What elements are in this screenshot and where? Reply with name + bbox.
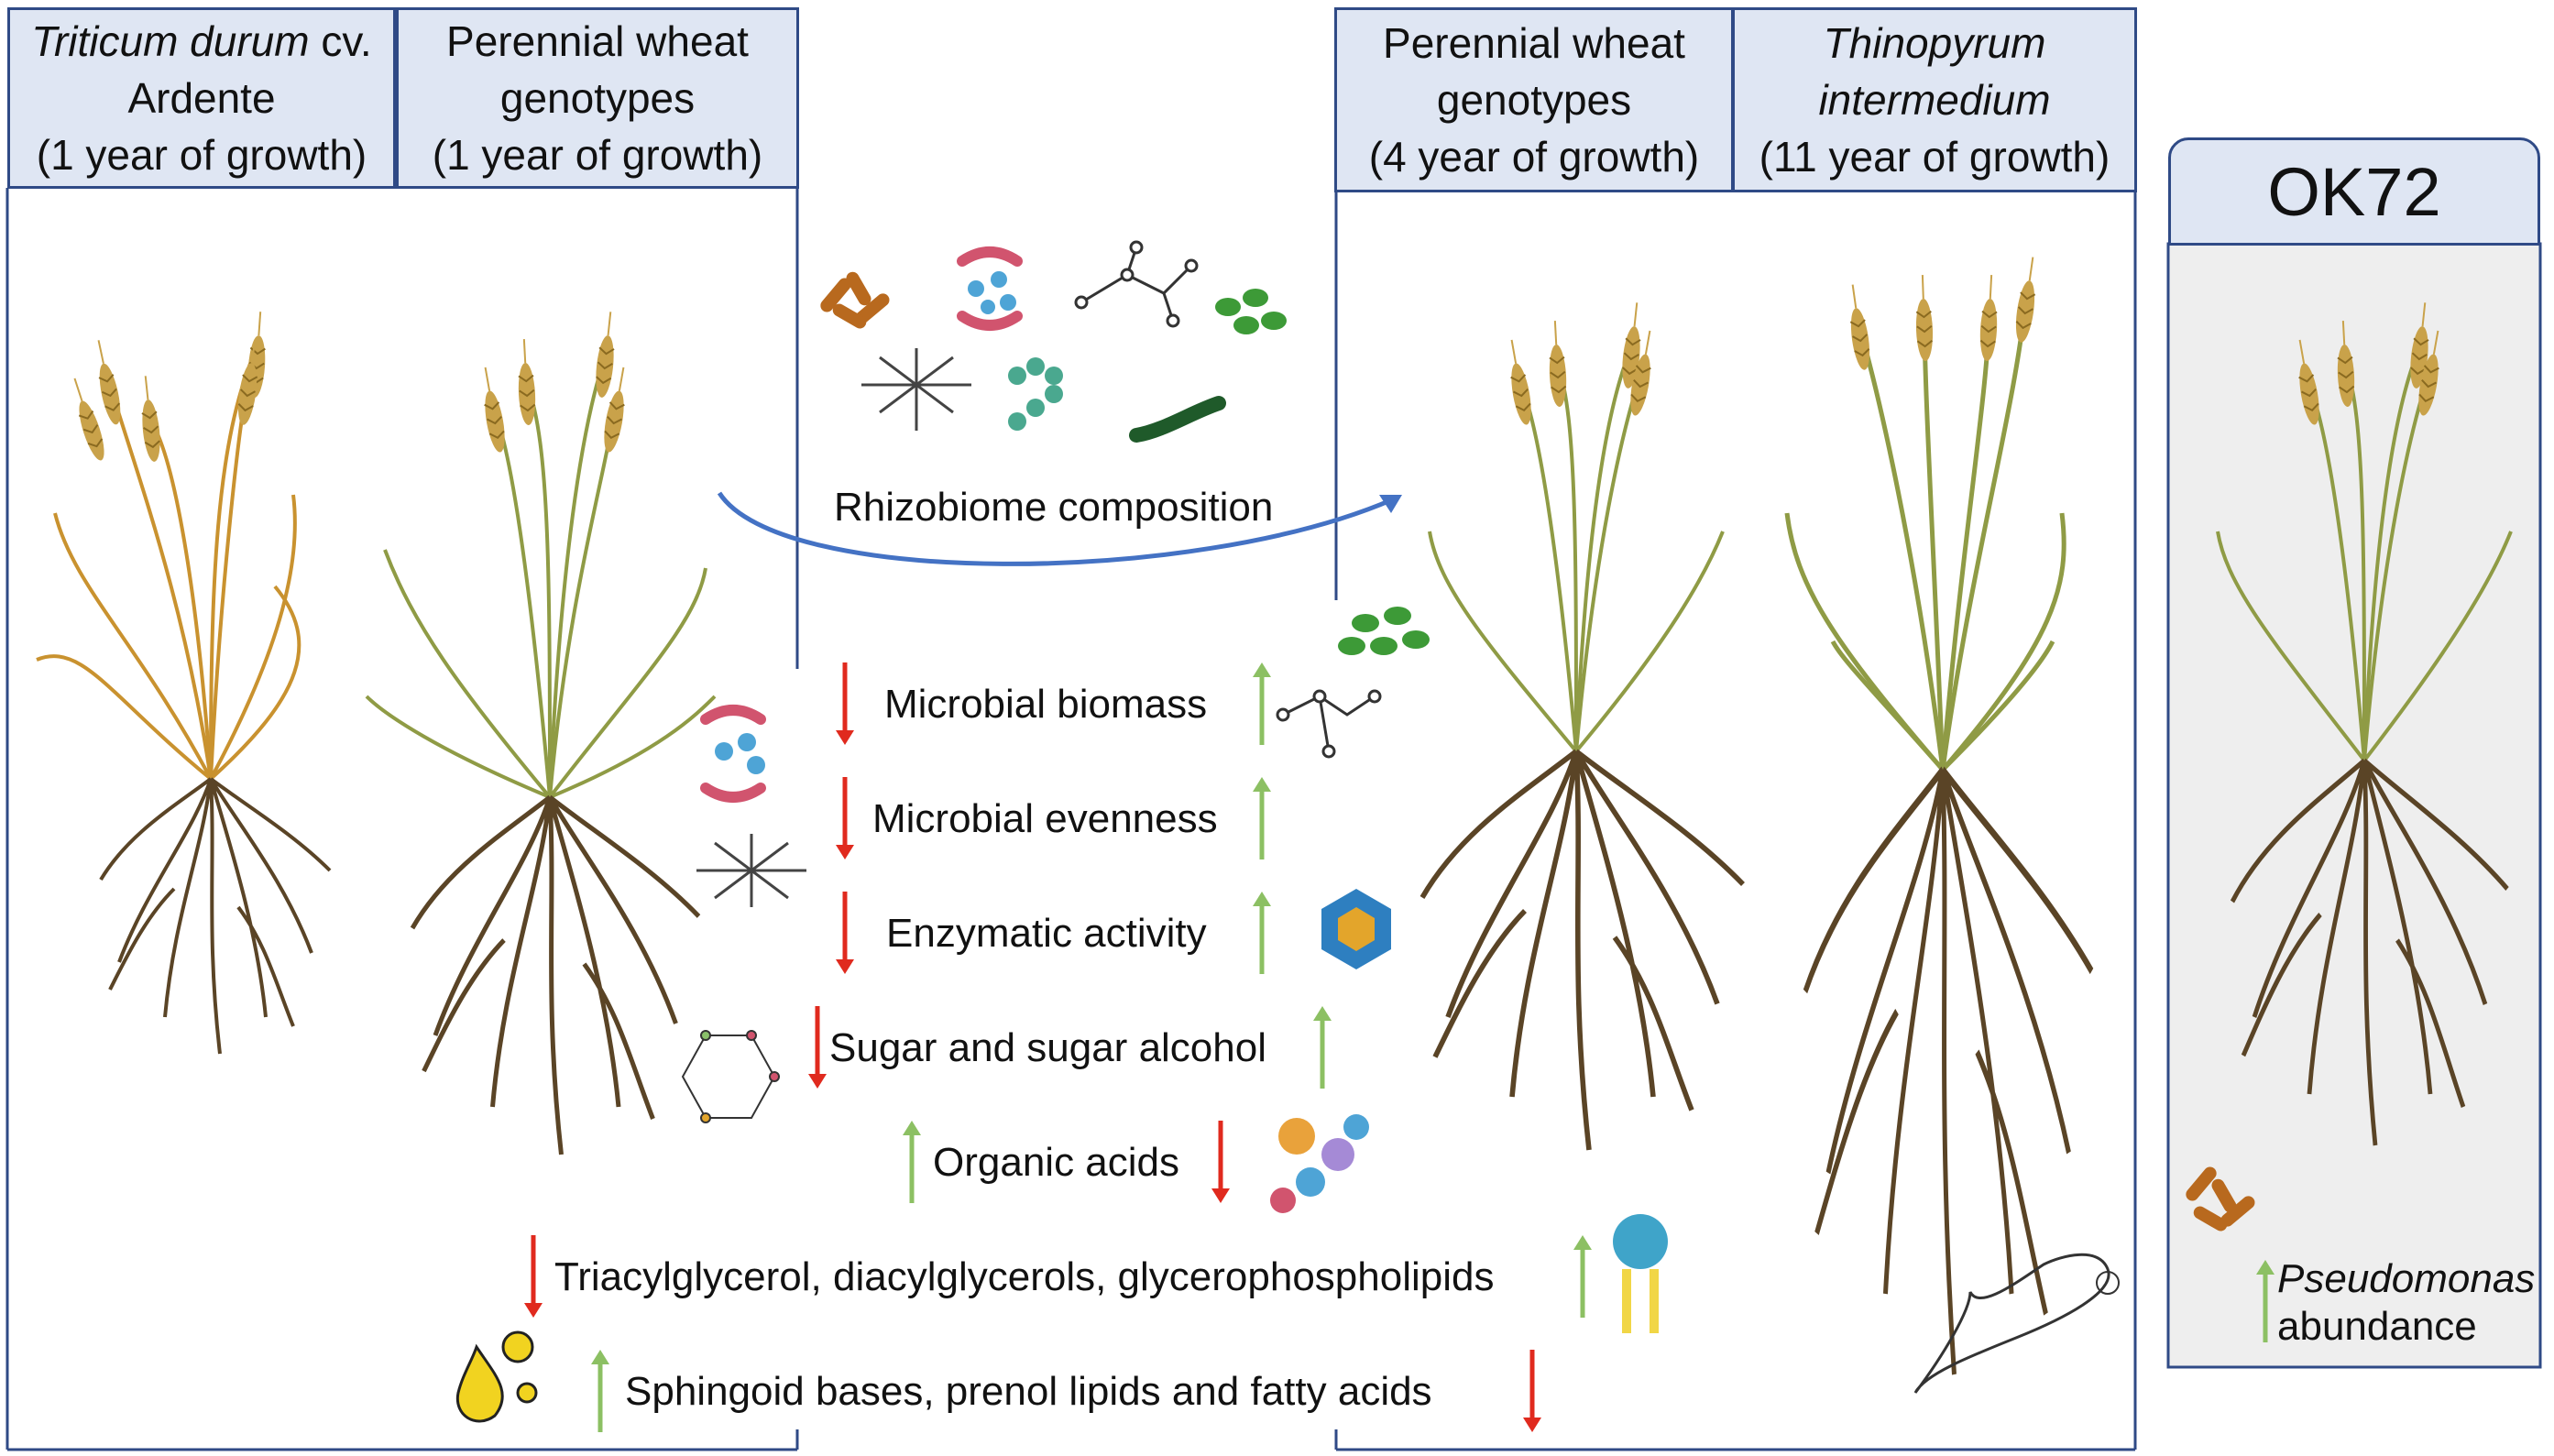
- enzyme-icon: [1321, 889, 1391, 969]
- sugar-molecule-icon: [681, 1030, 780, 1123]
- trend-arrow-down: [836, 777, 854, 859]
- trend-arrow-down: [1523, 1350, 1541, 1432]
- branching-network-icon-right: [1276, 689, 1382, 759]
- header-perennial-4yr: Perennial wheat genotypes (4 year of gro…: [1334, 7, 1734, 192]
- ok72-title: OK72: [2168, 137, 2540, 246]
- lipid-icon: [1613, 1214, 1668, 1333]
- header-thinopyrum: Thinopyrum intermedium (11 year of growt…: [1732, 7, 2137, 192]
- rod-bacteria-icon: [820, 271, 890, 329]
- ok72-plant: [2216, 301, 2513, 1145]
- rhizobiome-label: Rhizobiome composition: [834, 485, 1274, 530]
- header-perennial4-line2: genotypes: [1436, 76, 1632, 124]
- filament-bacteria-icon: [1129, 396, 1226, 443]
- ok72-metric: abundance: [2277, 1304, 2477, 1349]
- organic-acid-molecule-icon: [1270, 1114, 1369, 1213]
- header-durum-line3: (1 year of growth): [36, 131, 367, 179]
- header-perennial4-line3: (4 year of growth): [1368, 133, 1700, 181]
- trait-label: Sugar and sugar alcohol: [829, 1025, 1266, 1070]
- cocci-bacteria-icon: [957, 246, 1023, 331]
- trait-label: Enzymatic activity: [886, 911, 1207, 956]
- header-perennial4-line1: Perennial wheat: [1383, 19, 1685, 67]
- cocci-bacteria-icon-left: [700, 705, 766, 803]
- green-cells-icon: [1215, 289, 1287, 334]
- header-perennial-1yr: Perennial wheat genotypes (1 year of gro…: [396, 7, 799, 189]
- header-triticum-durum: Triticum durum cv. Ardente (1 year of gr…: [7, 7, 396, 189]
- trend-arrow-up: [1253, 662, 1271, 745]
- ok72-taxon: Pseudomonas: [2277, 1256, 2536, 1301]
- trait-label: Organic acids: [933, 1140, 1180, 1185]
- trait-label: Sphingoid bases, prenol lipids and fatty…: [625, 1369, 1432, 1414]
- header-durum-line2: Ardente: [127, 74, 276, 122]
- trait-label: Microbial biomass: [884, 682, 1208, 727]
- header-thinopyrum-line1: Thinopyrum: [1823, 19, 2046, 67]
- trend-arrow-down: [808, 1006, 827, 1089]
- chain-bacteria-icon: [1008, 357, 1063, 431]
- header-durum-line1: Triticum durum cv.: [31, 17, 372, 65]
- perennial-1yr-plant: [365, 310, 717, 1155]
- trend-arrow-down: [524, 1235, 543, 1318]
- fungal-mycelium-icon: [861, 348, 971, 431]
- perennial-4yr-plant: [1422, 301, 1743, 1150]
- header-perennial1-line1: Perennial wheat: [446, 17, 749, 65]
- rhizobiome-curve-arrow: [717, 491, 1394, 566]
- header-perennial1-line3: (1 year of growth): [432, 131, 763, 179]
- branching-network-icon: [1074, 240, 1199, 328]
- trend-arrow-up: [903, 1121, 921, 1203]
- thinopyrum-plant: [1784, 255, 2092, 1374]
- header-perennial1-line2: genotypes: [499, 74, 696, 122]
- oil-droplets-icon: [455, 1330, 538, 1423]
- ok72-panel: [2166, 242, 2542, 1369]
- signature-icon: [1913, 1253, 2120, 1394]
- ok72-up-arrow: [2256, 1260, 2274, 1342]
- trend-arrow-up: [1253, 892, 1271, 974]
- trend-arrow-up: [1313, 1006, 1332, 1089]
- trend-arrow-down: [1211, 1121, 1230, 1203]
- trend-arrow-up: [1573, 1235, 1592, 1318]
- trait-label: Triacylglycerol, diacylglycerols, glycer…: [554, 1254, 1495, 1299]
- trend-arrow-down: [836, 662, 854, 745]
- rod-bacteria-icon-ok72: [2186, 1166, 2255, 1232]
- fungal-mycelium-icon-left: [696, 834, 806, 907]
- green-cells-icon-right: [1338, 607, 1430, 655]
- trait-label: Microbial evenness: [872, 796, 1218, 841]
- trend-arrow-up: [591, 1350, 609, 1432]
- header-thinopyrum-line3: (11 year of growth): [1759, 133, 2110, 181]
- trend-arrow-down: [836, 892, 854, 974]
- trend-arrow-up: [1253, 777, 1271, 859]
- durum-wheat-plant: [36, 310, 332, 1056]
- rhizobiome-arrowhead: [1379, 495, 1402, 513]
- header-thinopyrum-line2: intermedium: [1818, 76, 2051, 124]
